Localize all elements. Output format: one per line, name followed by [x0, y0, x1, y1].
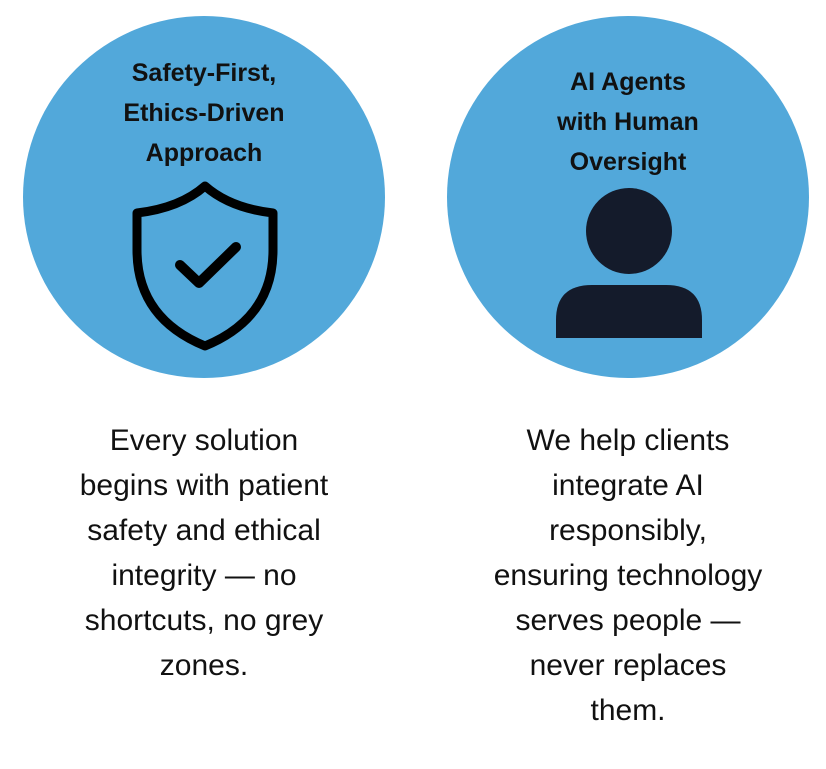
body-line: We help clients [526, 424, 730, 457]
body-line: responsibly, [549, 514, 707, 547]
title-line: Oversight [569, 148, 687, 176]
body-line: zones. [159, 649, 249, 682]
card-description: Every solution begins with patient safet… [24, 418, 384, 688]
body-line: them. [590, 694, 666, 727]
title-line: Ethics-Driven [123, 99, 285, 127]
card-description: We help clients integrate AI responsibly… [448, 418, 808, 733]
title-line: Safety-First, [131, 59, 277, 87]
body-line: shortcuts, no grey [84, 604, 324, 637]
circle-badge [23, 16, 385, 378]
body-line: serves people — [515, 604, 741, 637]
body-line: integrate AI [552, 469, 704, 502]
title-line: with Human [557, 108, 699, 136]
body-line: ensuring technology [493, 559, 763, 592]
title-line: AI Agents [570, 68, 686, 96]
body-line: safety and ethical [87, 514, 321, 547]
card-title: AI Agents with Human Oversight [498, 62, 758, 182]
card-title: Safety-First, Ethics-Driven Approach [74, 53, 334, 173]
body-line: never replaces [529, 649, 727, 682]
body-line: Every solution [109, 424, 299, 457]
title-line: Approach [145, 139, 263, 167]
body-line: integrity — no [111, 559, 297, 592]
body-line: begins with patient [79, 469, 329, 502]
